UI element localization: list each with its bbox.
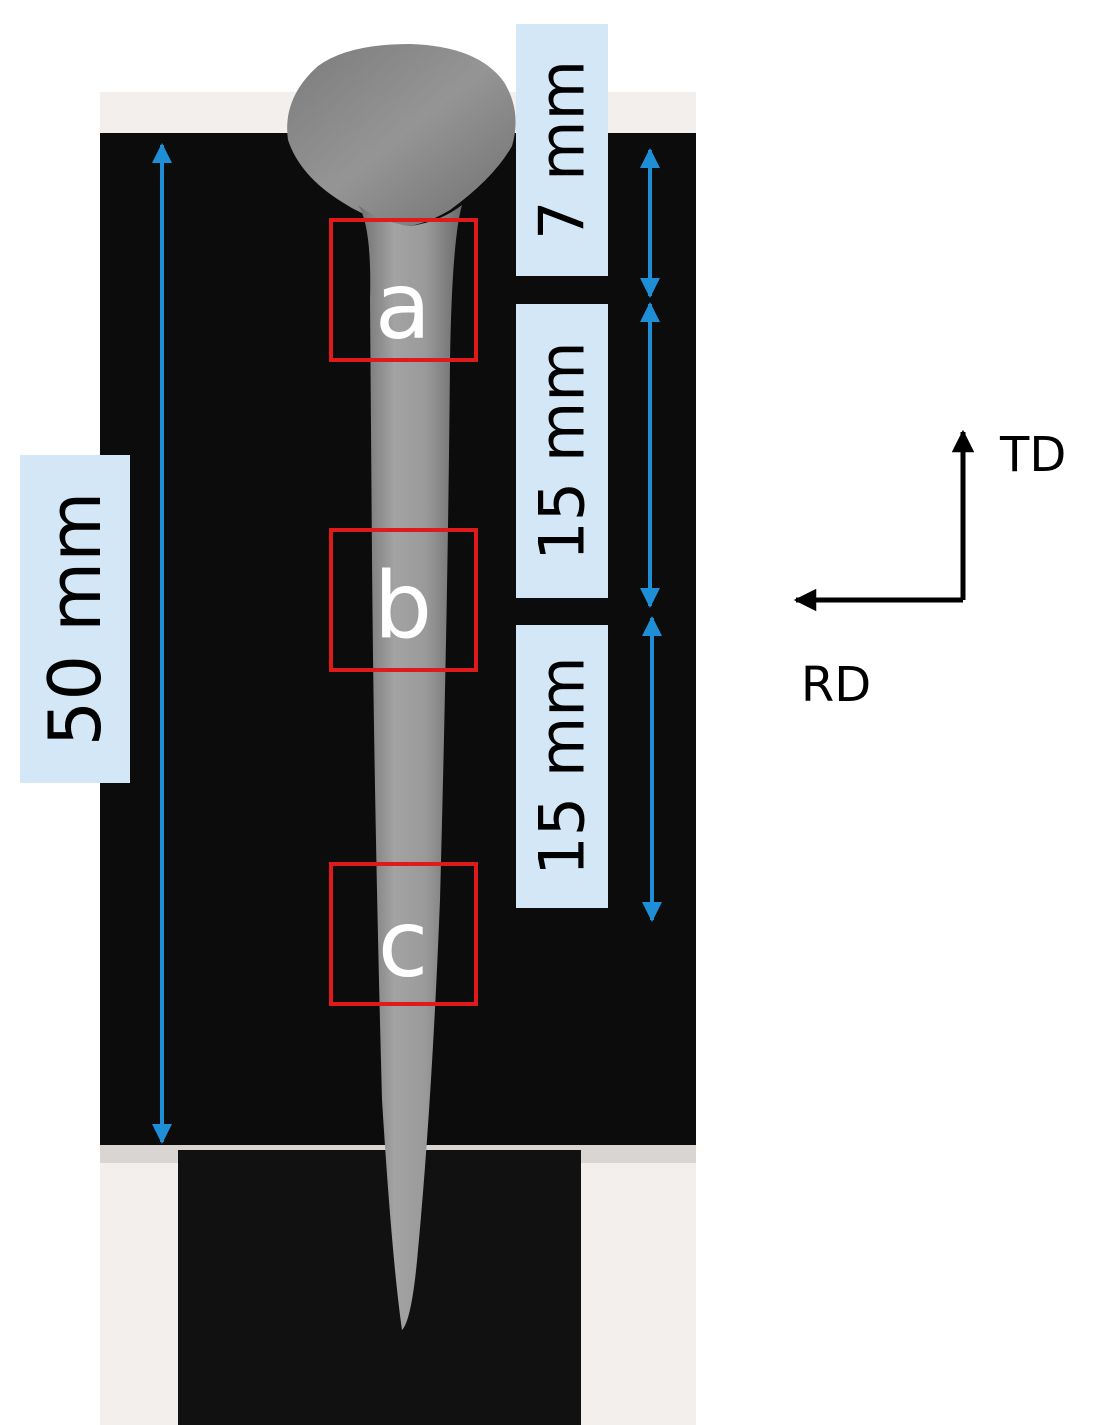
specimen-block-lower xyxy=(178,1150,581,1425)
label-box-lower xyxy=(516,625,608,908)
label-total-length: 50 mm xyxy=(33,492,117,747)
label-head-segment: 7 mm xyxy=(526,60,599,240)
region-label-c: c xyxy=(378,891,429,998)
axis-indicator: TD RD xyxy=(793,427,1066,713)
axis-label-rd: RD xyxy=(801,657,871,713)
rivet-shank xyxy=(358,205,462,1330)
region-box-a xyxy=(329,218,478,362)
region-box-b xyxy=(329,528,478,672)
region-label-b: b xyxy=(374,553,432,660)
label-box-middle xyxy=(516,304,608,598)
axis-label-td: TD xyxy=(999,427,1066,483)
label-lower-segment: 15 mm xyxy=(526,656,599,875)
label-box-total xyxy=(20,455,130,783)
region-box-c xyxy=(329,862,478,1006)
rivet-head xyxy=(287,44,516,226)
region-label-a: a xyxy=(375,253,431,360)
label-middle-segment: 15 mm xyxy=(526,341,599,560)
label-box-head xyxy=(516,24,608,276)
